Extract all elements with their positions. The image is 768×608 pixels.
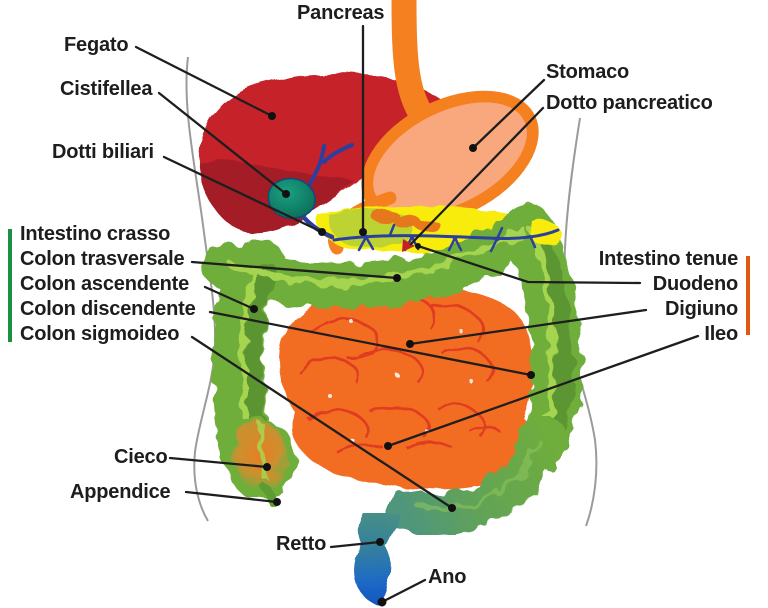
leader-colon-sigmoideo (190, 335, 454, 510)
antrum-folds (371, 209, 441, 232)
cecum-stripe (257, 423, 269, 481)
leader-digiuno (408, 308, 648, 346)
leader-dotti-biliari (162, 155, 324, 234)
leader-retto (329, 540, 382, 549)
label-colon-discendente: Colon discendente (20, 298, 196, 320)
transverse-colon-shape (203, 210, 551, 310)
pancreatic-duct-marker (402, 239, 415, 252)
leader-colon-ascendente (203, 285, 256, 311)
transverse-colon-stripe (229, 228, 527, 286)
label-retto: Retto (276, 533, 327, 555)
label-colon-trasversale: Colon trasversale (20, 248, 185, 270)
leader-dots (250, 112, 535, 607)
leader-cieco (168, 456, 269, 469)
stomach-shape (361, 90, 539, 226)
leader-lines (134, 24, 700, 604)
esophagus-shape (391, 0, 439, 132)
label-ileo: Ileo (704, 323, 738, 345)
label-pancreas: Pancreas (297, 2, 385, 24)
descending-colon-shading (531, 231, 575, 442)
sigmoid-stripe (415, 439, 543, 511)
leader-cistifellea (157, 91, 288, 196)
leader-colon-discendente (208, 310, 533, 377)
small-intestine-shape (280, 285, 539, 490)
small-intestine-label-group: Intestino tenue Duodeno Digiuno Ileo (599, 247, 738, 347)
leader-dotto-pancreatico (409, 106, 545, 246)
label-cistifellea: Cistifellea (60, 78, 153, 100)
sigmoid-colon-shape (387, 415, 565, 537)
leader-ano (380, 578, 427, 604)
ascending-colon-stripe (240, 268, 264, 451)
leader-duodeno (416, 244, 642, 285)
label-digiuno: Digiuno (664, 298, 738, 320)
leader-ileo (386, 334, 700, 448)
large-intestine-group-bar (8, 229, 12, 342)
label-stomaco: Stomaco (546, 61, 630, 83)
leader-colon-trasversale (190, 260, 399, 280)
label-cieco: Cieco (114, 446, 168, 468)
rectum-shape (354, 514, 400, 607)
label-ano: Ano (428, 566, 467, 588)
label-colon-ascendente: Colon ascendente (20, 273, 190, 295)
label-dotti-biliari: Dotti biliari (52, 141, 154, 163)
cecum-shape (225, 418, 297, 510)
small-intestine-group-bar (746, 256, 750, 335)
stomach-inner (373, 102, 527, 214)
leader-appendice (184, 490, 279, 504)
leader-fegato (134, 45, 274, 118)
large-intestine-label-group: Intestino crasso Colon trasversale Colon… (20, 222, 196, 347)
header-intestino-crasso: Intestino crasso (20, 223, 171, 245)
label-appendice: Appendice (70, 481, 171, 503)
label-colon-sigmoideo: Colon sigmoideo (20, 323, 180, 345)
leader-stomaco (471, 78, 546, 150)
label-fegato: Fegato (64, 34, 129, 56)
vessel-nodes (363, 234, 500, 242)
label-duodeno: Duodeno (652, 273, 738, 295)
label-dotto-pancreatico: Dotto pancreatico (546, 92, 713, 114)
descending-colon-stripe (529, 229, 556, 437)
header-intestino-tenue: Intestino tenue (598, 248, 738, 270)
